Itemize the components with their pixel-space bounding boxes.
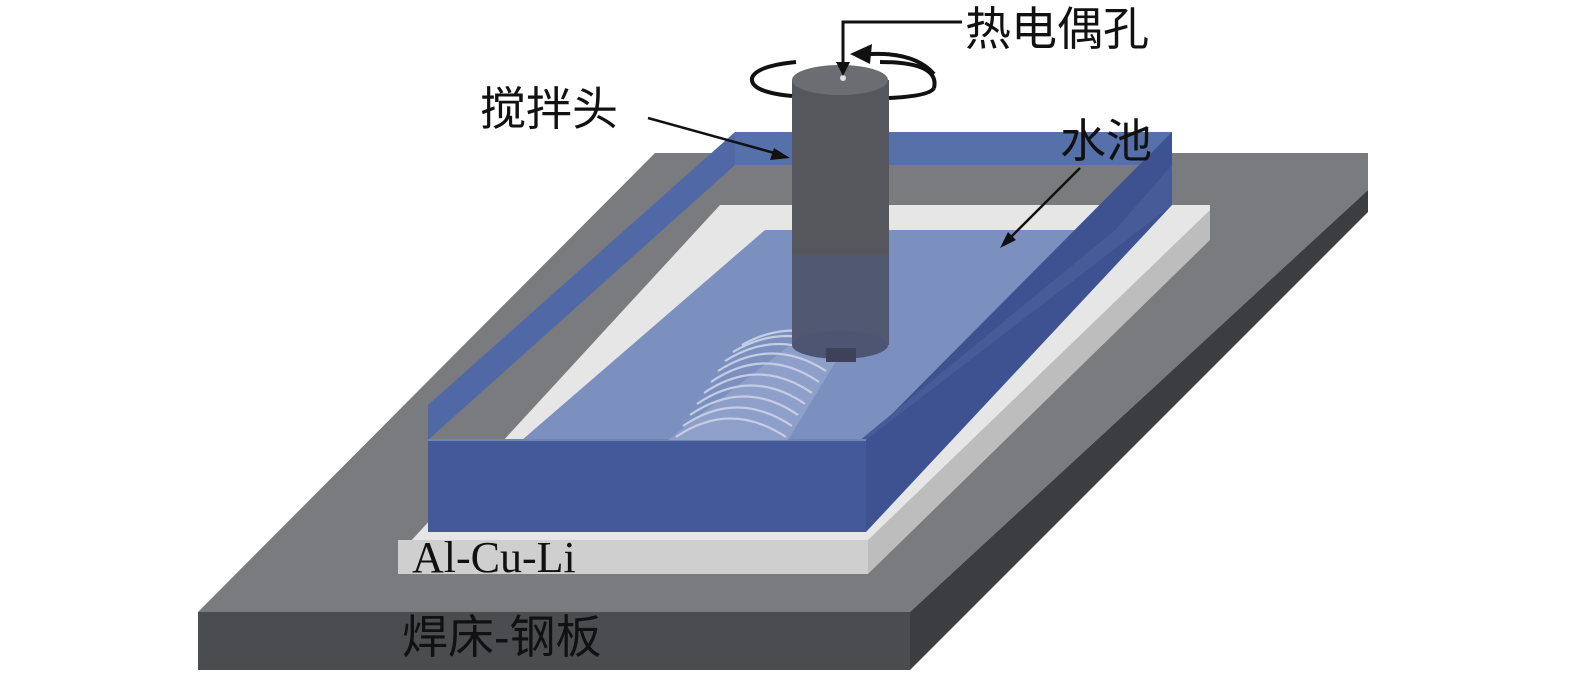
stir-tool-top xyxy=(792,65,888,95)
weld-ripple xyxy=(675,417,787,438)
rotation-arc-back xyxy=(879,60,937,89)
workpiece-front xyxy=(398,540,868,574)
stir-tool-pin xyxy=(826,348,856,362)
weld-ripple xyxy=(696,384,806,405)
weld-ripple xyxy=(710,362,820,383)
pool-left-wall xyxy=(428,132,735,440)
thermocouple-hole-dot xyxy=(840,75,846,81)
rotation-arrowhead-icon xyxy=(850,44,872,64)
rotation-arrow xyxy=(749,44,937,100)
pool-right-wall xyxy=(866,132,1172,532)
thermocouple-hole-label: 热电偶孔 xyxy=(965,2,1149,56)
workpiece-label: Al-Cu-Li xyxy=(412,533,576,582)
weld-bed-label: 焊床-钢板 xyxy=(402,610,602,664)
stir-tool-bottom xyxy=(792,331,888,359)
rotation-arc-front xyxy=(749,60,797,98)
weld-bed-side xyxy=(910,190,1368,670)
stir-tool-submerged xyxy=(792,255,889,345)
weld-ripple xyxy=(689,395,799,416)
pool-front-wall xyxy=(428,440,866,532)
workpiece-side xyxy=(868,210,1210,574)
thermocouple-leader xyxy=(836,20,962,76)
rotation-arrow-tail xyxy=(869,51,936,76)
weld-ripple xyxy=(703,373,813,394)
stir-tool-label: 搅拌头 xyxy=(480,82,618,136)
water-pool-leader xyxy=(1000,167,1081,248)
weld-bed-front xyxy=(198,612,910,670)
weld-ripple xyxy=(717,352,827,372)
water-pool-label: 水池 xyxy=(1060,114,1152,168)
stir-tool xyxy=(792,65,889,362)
weld-ripple xyxy=(682,406,793,427)
stir-tool-leader xyxy=(647,116,790,160)
rotation-arc-right xyxy=(888,86,936,100)
weld-seam xyxy=(668,329,847,440)
weld-seam-track xyxy=(668,345,846,440)
